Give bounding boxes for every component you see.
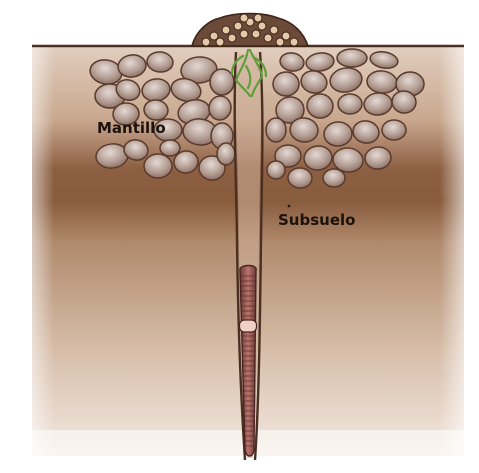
- rock-icon: [160, 140, 180, 156]
- cast-pellet: [228, 34, 236, 42]
- cast-pellet: [276, 38, 284, 46]
- cast-pellet: [254, 14, 262, 22]
- cast-pellet: [234, 22, 242, 30]
- rock-icon: [217, 143, 235, 165]
- rock-icon: [338, 94, 362, 114]
- rock-icon: [323, 169, 345, 187]
- soil-left-fade: [14, 40, 54, 460]
- cast-pellet: [270, 26, 278, 34]
- rock-icon: [337, 49, 367, 67]
- cast-pellet: [290, 38, 298, 46]
- rock-icon: [382, 120, 406, 140]
- rock-icon: [273, 72, 299, 96]
- cast-pellet: [240, 14, 248, 22]
- cast-pellet: [222, 26, 230, 34]
- rock-icon: [144, 154, 172, 178]
- rock-icon: [266, 118, 286, 142]
- rock-icon: [267, 161, 285, 179]
- cast-pellet: [252, 30, 260, 38]
- cast-pellet: [210, 32, 218, 40]
- topsoil-label: Mantillo: [97, 119, 166, 137]
- cast-pellet: [282, 32, 290, 40]
- rock-icon: [210, 69, 234, 95]
- soil-speck: [288, 205, 291, 208]
- worm-cast-mound: [192, 14, 308, 47]
- subsoil-label: Subsuelo: [278, 211, 355, 229]
- soil-right-fade: [440, 40, 479, 460]
- cast-pellet: [258, 22, 266, 30]
- worm-clitellum: [240, 320, 257, 332]
- cast-pellet: [264, 34, 272, 42]
- cast-pellet: [202, 38, 210, 46]
- cast-pellet: [240, 30, 248, 38]
- cast-pellet: [216, 38, 224, 46]
